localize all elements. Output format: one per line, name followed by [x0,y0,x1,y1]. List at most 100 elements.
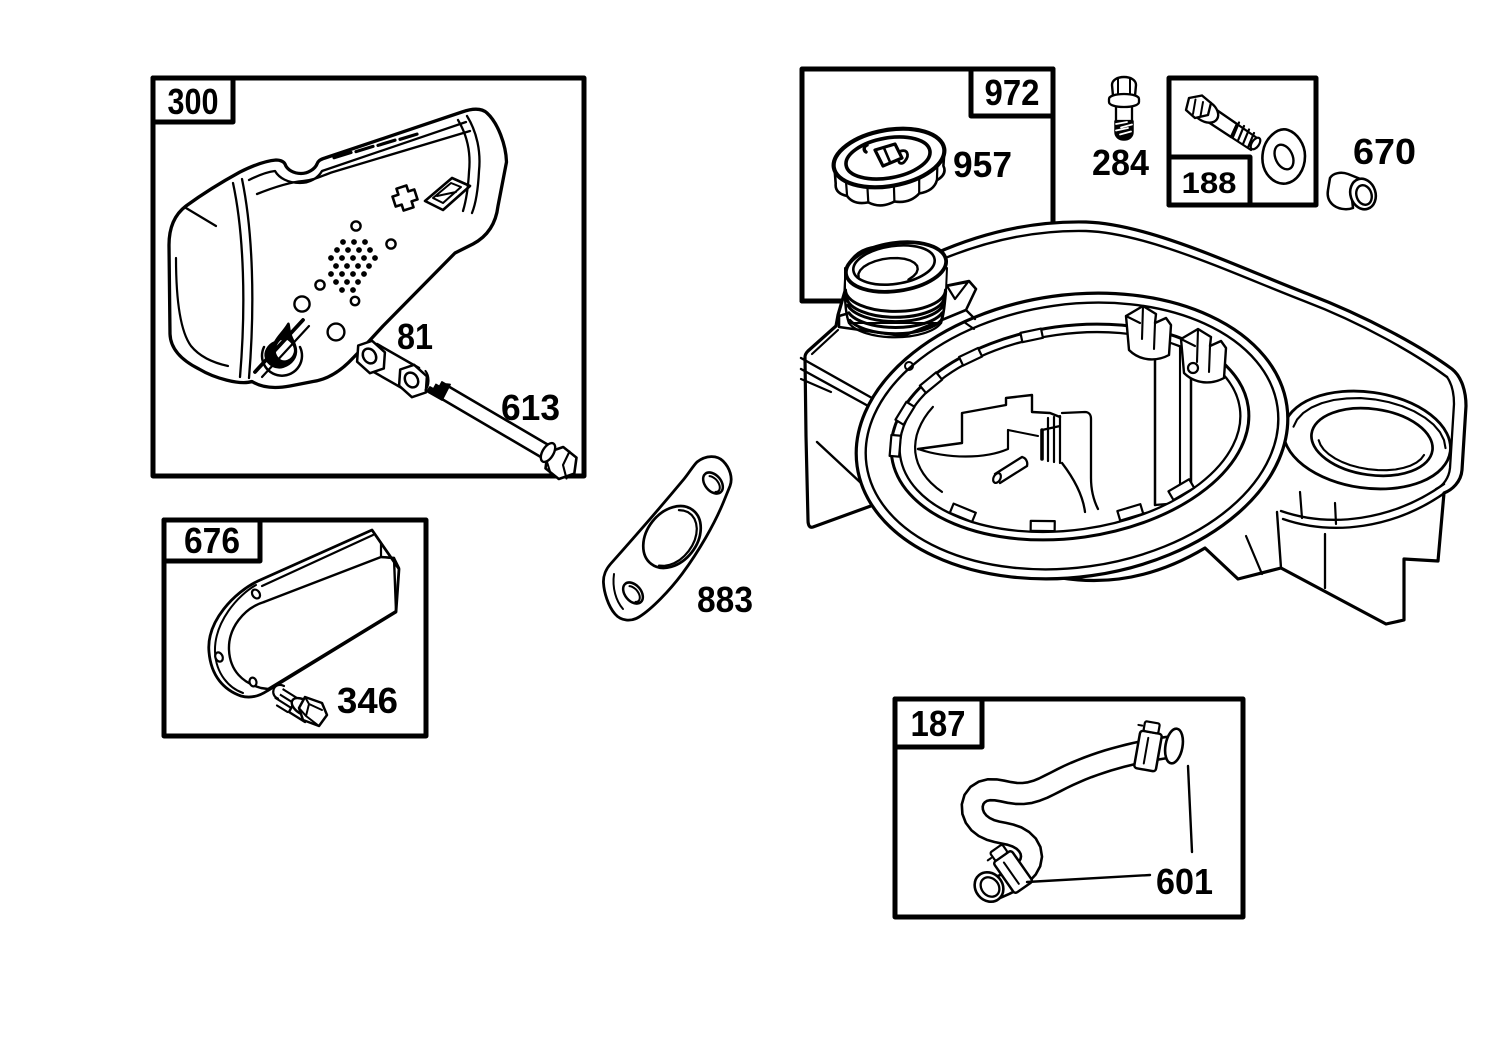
ring-tab-2 [1179,327,1228,384]
panel-972-label: 972 [985,72,1040,113]
muffler-band-slit [398,132,419,141]
bolt-188-head [1184,94,1213,120]
perforation-dot [350,255,356,261]
gasket-bolt-hole-top [701,471,725,495]
hose-clamp-lower [986,843,1033,894]
hose-clamp-upper [1133,720,1163,773]
muffler-drawing [167,107,509,390]
cap-fuel-icon-spout [897,149,909,165]
callout-670: 670 [1353,131,1416,172]
panel-188: 188 [1166,75,1319,208]
no-fire-slash-2 [260,324,311,379]
bolt-284-flange [1107,92,1141,109]
guard-dome-top [262,555,401,604]
screw-346-drawing [272,683,329,728]
hose-end-upper [1163,727,1185,765]
fuel-hose-drawing [960,720,1194,904]
interior-fins [1040,414,1062,465]
spacer-670 [1326,171,1378,211]
muffler-vent-hole [293,295,311,313]
muffler-vent-hole [314,279,326,291]
perforation-dot [350,287,356,293]
neck-side-left [843,289,851,325]
neck-thread [847,311,944,329]
spacer-hole [1355,184,1373,206]
guard-dome-right [392,556,398,613]
panel-972-label-box [968,66,1056,119]
muffler-vent-hole [385,238,397,250]
perforation-dot [340,239,346,245]
callout-81: 81 [397,316,433,357]
cap-fuel-icon-line [882,146,892,164]
screw-346-tip [272,683,286,700]
ring-outer-band [864,301,1280,571]
perforation-dot [367,247,373,253]
perforation-dot [328,271,334,277]
bolt-188-head-facets [1192,98,1204,117]
panel-187-border [892,696,1246,920]
bolt-188-drawing [1184,94,1262,152]
washer-188-drawing [1261,128,1307,185]
panel-676-label: 676 [184,520,240,561]
perforation-dot [361,271,367,277]
muffler-band-slit [332,150,353,160]
perforation-dot [328,255,334,261]
bolt-188-tip [1249,136,1262,151]
bolt-613-drawing [426,381,578,481]
ring-tab-1-lines [1124,304,1157,351]
blower-ring [854,291,1290,581]
ring-tab-1-body [1124,304,1173,361]
rim-tab [1029,519,1056,533]
guard-flange-inner [213,584,257,694]
rim-hole [904,361,914,371]
fuel-neck [837,240,978,339]
rim-notch [918,371,944,395]
panel-676-border [161,517,429,739]
scoop-rim-inner [1292,397,1447,450]
pad-gusset [945,280,970,301]
perforation-dot [345,247,351,253]
washer-81-a-hole [361,347,378,365]
pad-corner-line-2 [963,321,975,330]
gasket-883: 883 [602,455,753,622]
perforation-dot [362,239,368,245]
callout-883: 883 [697,579,753,620]
perforation-dot [334,247,340,253]
hose-side-b [981,756,1173,901]
perforation-dot [356,247,362,253]
muffler-cap-inset-line [174,256,230,368]
ring-tab-2-body [1179,327,1228,384]
muffler-guard-drawing [207,528,401,699]
gasket-bolt-hole-bottom-inner [628,585,641,603]
interior-wall-base [916,428,1010,458]
neck-base-arc [847,321,943,339]
guard-hole-left [214,651,224,663]
muffler-top-crease-line [255,129,472,196]
tank-chamfer-inner [810,328,840,356]
no-fire-slash [253,318,305,374]
muffler-left-seam-outer [240,177,254,380]
perforation-dot [333,279,339,285]
leader-601-a [1186,764,1194,854]
wall-left-edge [1275,510,1283,570]
bolt-284-head-facets [1117,77,1131,97]
bolt-613-threads [426,381,451,401]
tank-flange-top [799,356,874,400]
bolt-188-threads [1231,121,1256,149]
gasket-bolt-hole-bottom [621,581,645,605]
hose-clamp-lower-rotated [986,843,1033,894]
muffler-vent-hole [350,220,362,232]
muffler-diamond-inner [432,182,462,204]
perforation-dot [366,263,372,269]
callout-613: 613 [501,387,560,428]
rim-tab [1116,503,1145,522]
ring-tab-2-lines [1179,327,1212,374]
no-fire-flame-inner [275,339,294,361]
interior-wall-base-2 [1007,429,1039,437]
hose-clamp-upper-band-line [1142,736,1150,765]
flap-crease [1244,534,1264,576]
bolt-284-thread-lines [1115,121,1133,136]
neck-thread [848,318,943,336]
bolt-613-collar [539,441,557,464]
